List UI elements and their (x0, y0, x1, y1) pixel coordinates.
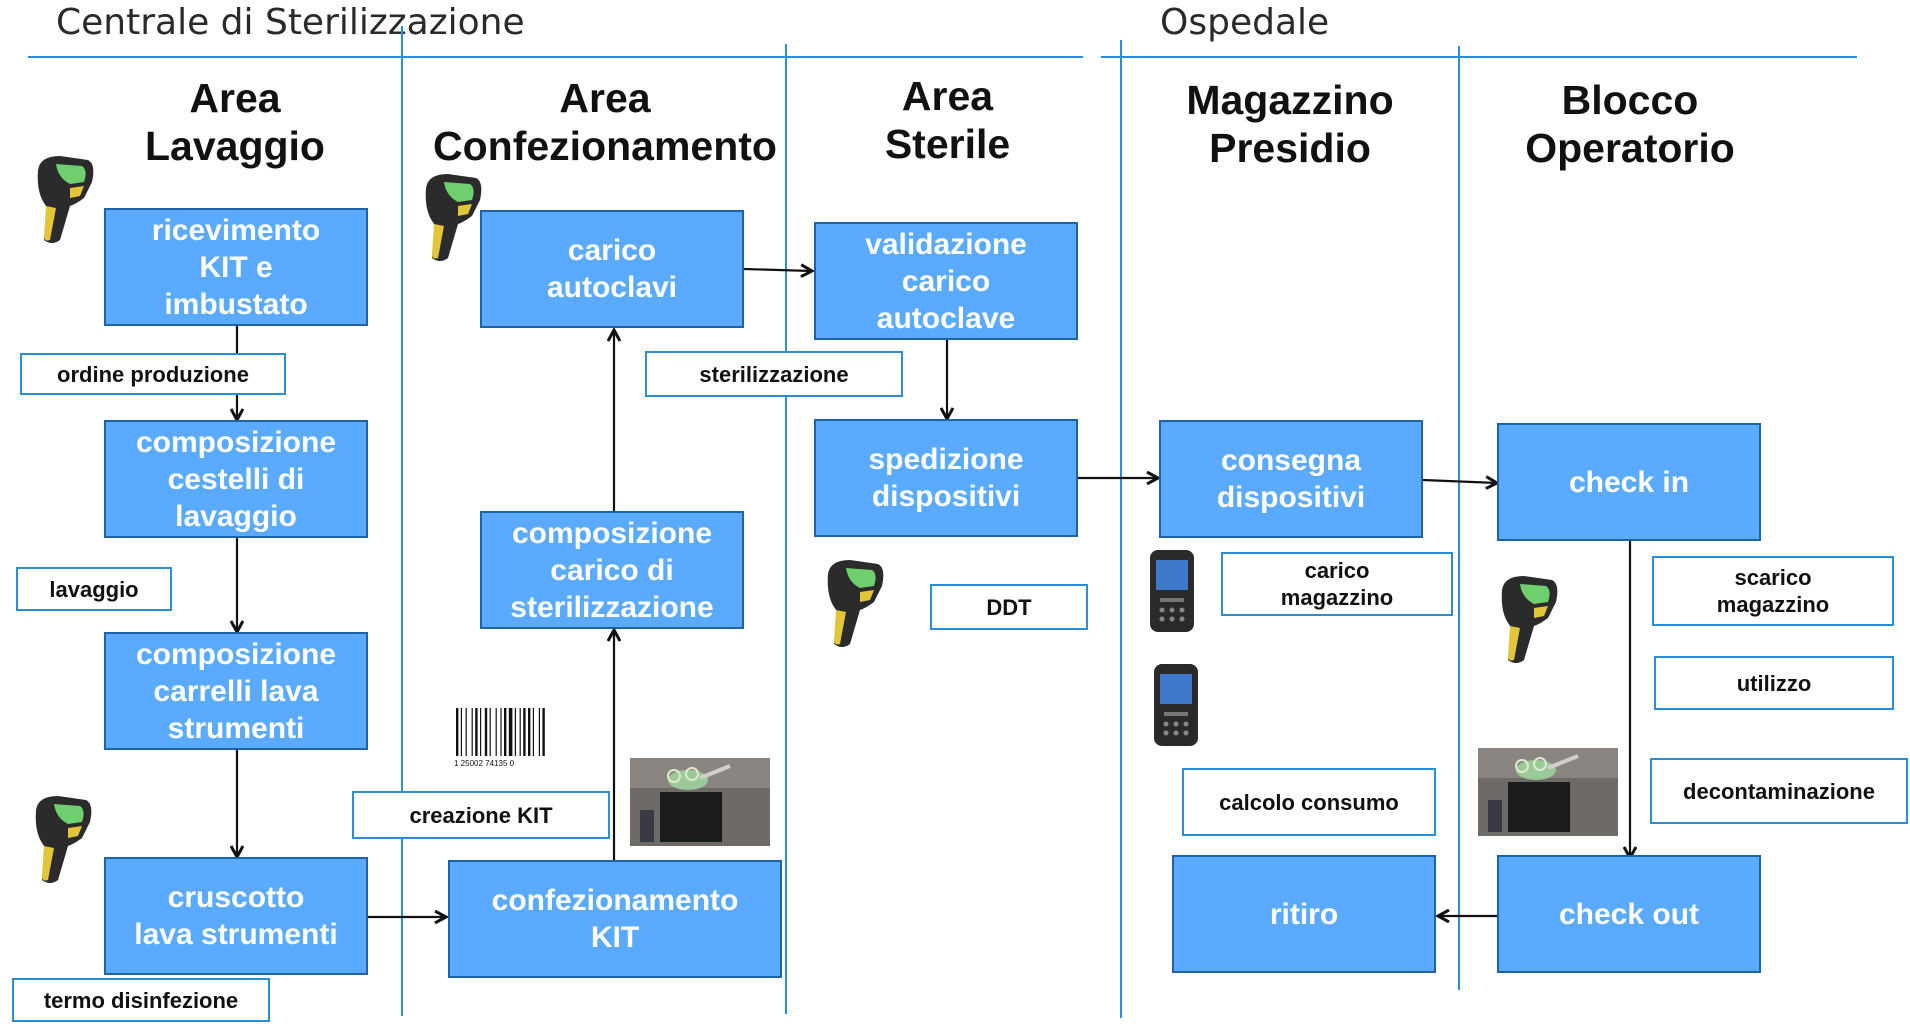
step-composizione-carrelli: composizione carrelli lava strumenti (104, 632, 368, 750)
instrument-photo (1478, 748, 1618, 836)
label-sterilizzazione: sterilizzazione (645, 351, 903, 397)
instrument-photo (630, 758, 770, 846)
barcode-scanner-icon (35, 796, 92, 883)
label-scarico-magazzino: scarico magazzino (1652, 556, 1894, 626)
area-title-lavaggio: Area Lavaggio (145, 75, 325, 169)
area-title-blocco: Blocco Operatorio (1525, 77, 1735, 171)
step-ricevimento: ricevimento KIT e imbustato (104, 208, 368, 326)
section-divider-right (1101, 56, 1857, 58)
label-termo-disinfezione: termo disinfezione (12, 978, 270, 1022)
lane-divider-4 (1458, 46, 1460, 990)
arrow-consegna-check-in (1422, 480, 1497, 483)
label-carico-magazzino: carico magazzino (1221, 552, 1453, 616)
step-ritiro: ritiro (1172, 855, 1436, 973)
label-calcolo-consumo: calcolo consumo (1182, 768, 1436, 836)
label-utilizzo: utilizzo (1654, 656, 1894, 710)
barcode-icon: 1 25002 74135 0 (454, 708, 545, 768)
barcode-scanner-icon (425, 174, 482, 261)
step-confezionamento-kit: confezionamento KIT (448, 860, 782, 978)
step-check-in: check in (1497, 423, 1761, 541)
area-title-magazzino: Magazzino Presidio (1186, 77, 1394, 171)
step-carico-autoclavi: carico autoclavi (480, 210, 744, 328)
label-ddt: DDT (930, 584, 1088, 630)
barcode-scanner-icon (827, 560, 884, 647)
step-carico-sterilizzazione: composizione carico di sterilizzazione (480, 511, 744, 629)
area-title-sterile: Area Sterile (884, 73, 1011, 167)
label-ordine-produzione: ordine produzione (20, 353, 286, 395)
step-spedizione: spedizione dispositivi (814, 419, 1078, 537)
label-lavaggio: lavaggio (16, 567, 172, 611)
step-consegna: consegna dispositivi (1159, 420, 1423, 538)
arrow-carico-autoclavi-validazione (743, 269, 812, 271)
barcode-scanner-icon (37, 156, 94, 243)
label-decontaminazione: decontaminazione (1650, 758, 1908, 824)
pda-handheld-icon (1150, 550, 1194, 632)
barcode-scanner-icon (1501, 576, 1558, 663)
lane-divider-3 (1120, 40, 1122, 1018)
barcode-digits: 1 25002 74135 0 (454, 759, 515, 768)
section-title-ospedale: Ospedale (1160, 2, 1330, 43)
step-check-out: check out (1497, 855, 1761, 973)
label-creazione-kit: creazione KIT (352, 791, 610, 839)
step-validazione: validazione carico autoclave (814, 222, 1078, 340)
area-title-confezionamento: Area Confezionamento (433, 75, 777, 169)
step-cruscotto: cruscotto lava strumenti (104, 857, 368, 975)
section-divider-left (28, 56, 1083, 58)
step-composizione-cestelli: composizione cestelli di lavaggio (104, 420, 368, 538)
section-title-centrale: Centrale di Sterilizzazione (56, 2, 525, 43)
pda-handheld-icon (1154, 664, 1198, 746)
lane-divider-1 (401, 26, 403, 1016)
lane-divider-2 (785, 44, 787, 1014)
